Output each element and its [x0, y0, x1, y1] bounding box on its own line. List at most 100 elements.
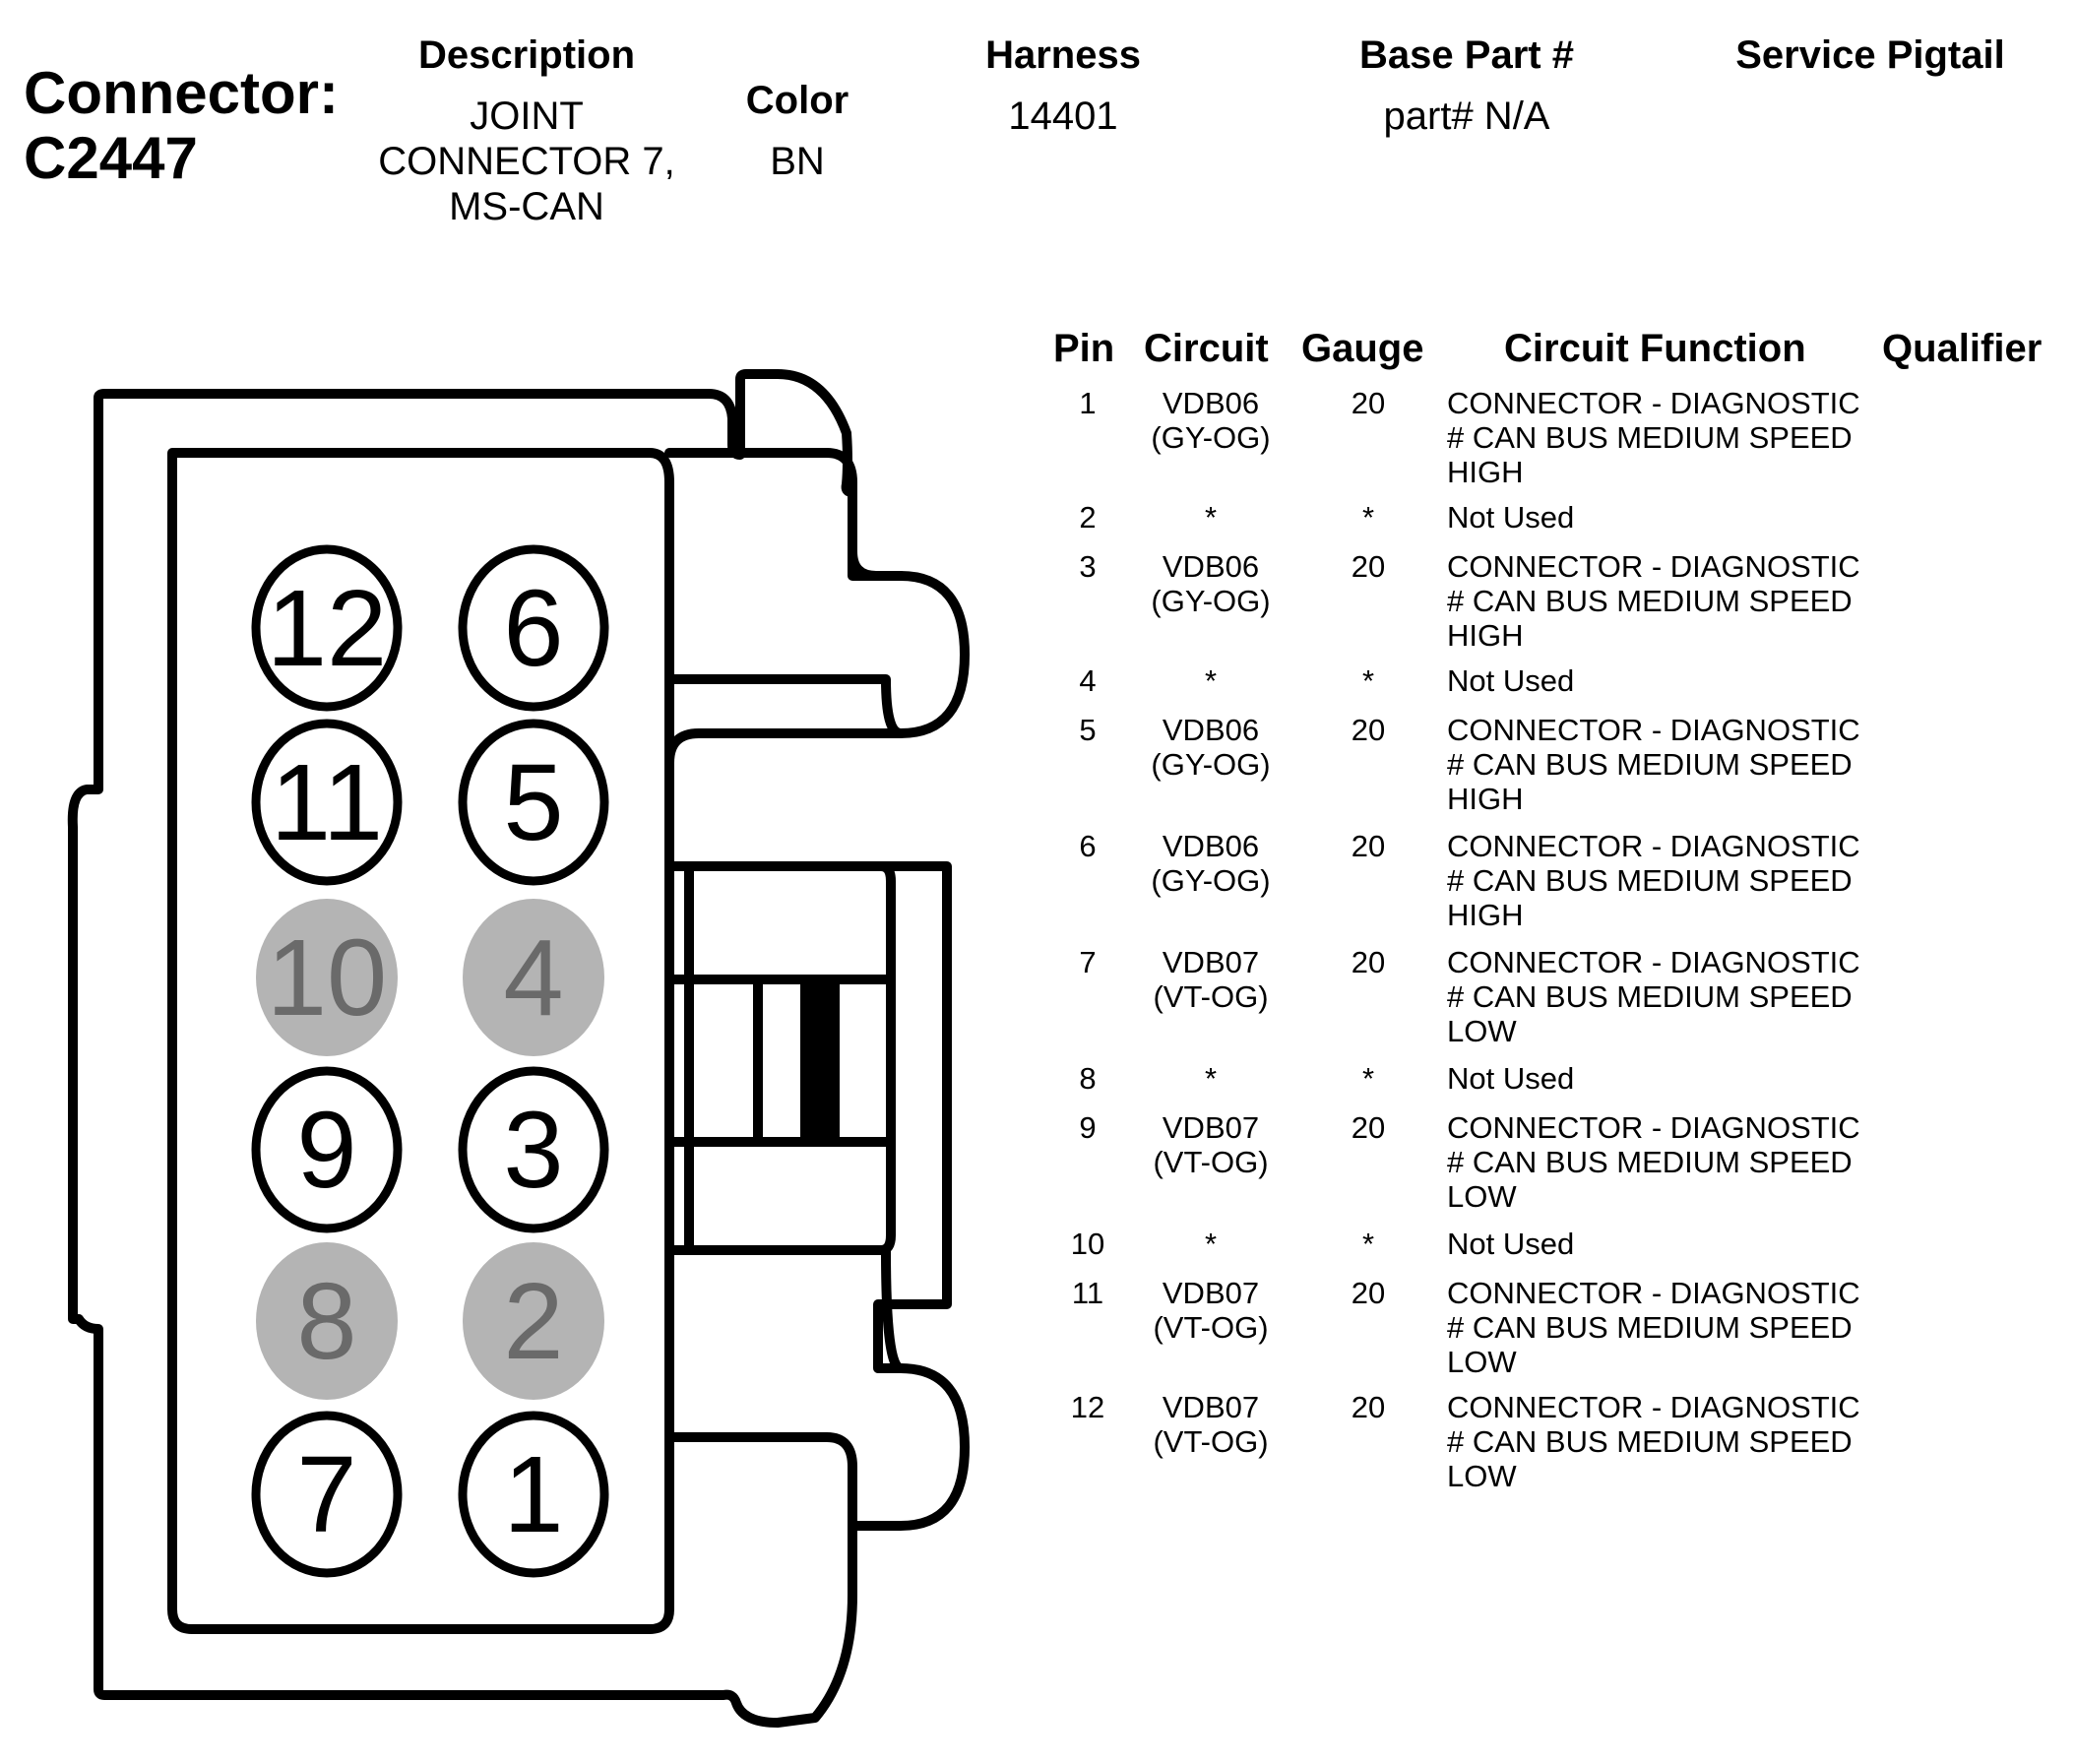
function-line: LOW — [1447, 1459, 1517, 1493]
pin-7: 7 — [251, 1411, 403, 1578]
lock-center-bar — [805, 979, 835, 1142]
pin-number: 6 — [503, 568, 563, 689]
pin-number: 5 — [503, 742, 563, 863]
pin-cell: 1 — [1079, 386, 1097, 420]
function-line: CONNECTOR - DIAGNOSTIC — [1447, 945, 1860, 979]
circuit-cell: * — [1122, 1061, 1299, 1096]
pin-circle — [251, 719, 403, 886]
pin-cell: 10 — [1070, 1227, 1105, 1261]
col-header-circuit: Circuit — [1144, 327, 1269, 370]
base-part-value: part# N/A — [1383, 94, 1550, 138]
pin-number: 9 — [296, 1090, 356, 1211]
pin-2: 2 — [463, 1242, 604, 1400]
circuit-line: VDB07 — [1162, 1390, 1260, 1424]
function-cell: Not Used — [1447, 1061, 1574, 1096]
pin-circle — [458, 1066, 609, 1233]
function-cell: CONNECTOR - DIAGNOSTIC# CAN BUS MEDIUM S… — [1447, 945, 1860, 1048]
pin-number: 2 — [503, 1261, 563, 1382]
lock-frame — [664, 861, 896, 1255]
function-line: LOW — [1447, 1179, 1517, 1214]
gauge-cell: * — [1361, 1227, 1375, 1261]
pin-circle — [251, 544, 403, 712]
function-line: # CAN BUS MEDIUM SPEED — [1447, 1310, 1853, 1345]
function-line: HIGH — [1447, 618, 1524, 653]
circuit-line: (GY-OG) — [1151, 747, 1271, 782]
pin-cell: 9 — [1079, 1110, 1097, 1145]
function-line: CONNECTOR - DIAGNOSTIC — [1447, 549, 1860, 584]
pin-cell: 3 — [1079, 549, 1097, 584]
pin-number: 12 — [267, 568, 387, 689]
pin-number: 11 — [271, 742, 383, 863]
circuit-cell: VDB06(GY-OG) — [1122, 549, 1299, 618]
circuit-cell: * — [1122, 500, 1299, 535]
function-line: # CAN BUS MEDIUM SPEED — [1447, 1145, 1853, 1179]
circuit-line: * — [1204, 663, 1218, 698]
function-line: HIGH — [1447, 455, 1524, 489]
color-value: BN — [770, 140, 825, 183]
pin-5: 5 — [458, 719, 609, 886]
function-cell: CONNECTOR - DIAGNOSTIC# CAN BUS MEDIUM S… — [1447, 386, 1860, 489]
function-line: # CAN BUS MEDIUM SPEED — [1447, 584, 1853, 618]
circuit-line: VDB06 — [1162, 549, 1260, 584]
circuit-line: * — [1204, 1061, 1218, 1096]
function-line: CONNECTOR - DIAGNOSTIC — [1447, 386, 1860, 420]
description-line: JOINT — [470, 94, 584, 138]
pin-circle — [458, 544, 609, 712]
pin-circle — [251, 1411, 403, 1578]
circuit-cell: * — [1122, 663, 1299, 698]
circuit-line: (VT-OG) — [1153, 1424, 1269, 1459]
circuit-cell: * — [1122, 1227, 1299, 1261]
pin-circle — [256, 899, 398, 1056]
function-line: CONNECTOR - DIAGNOSTIC — [1447, 1390, 1860, 1424]
pin-circle — [256, 1242, 398, 1400]
function-cell: CONNECTOR - DIAGNOSTIC# CAN BUS MEDIUM S… — [1447, 829, 1860, 932]
function-line: # CAN BUS MEDIUM SPEED — [1447, 1424, 1853, 1459]
pin-cell: 7 — [1079, 945, 1097, 979]
function-line: CONNECTOR - DIAGNOSTIC — [1447, 1276, 1860, 1310]
circuit-line: VDB07 — [1162, 1276, 1260, 1310]
gauge-cell: 20 — [1351, 829, 1386, 863]
pin-cell: 5 — [1079, 713, 1097, 747]
gauge-cell: * — [1361, 500, 1375, 535]
pin-cell: 11 — [1071, 1276, 1104, 1310]
gauge-cell: 20 — [1351, 1390, 1386, 1424]
function-line: LOW — [1447, 1014, 1517, 1048]
circuit-cell: VDB06(GY-OG) — [1122, 713, 1299, 782]
function-cell: CONNECTOR - DIAGNOSTIC# CAN BUS MEDIUM S… — [1447, 1276, 1860, 1379]
pin-1: 1 — [458, 1411, 609, 1578]
pin-cell: 8 — [1079, 1061, 1097, 1096]
upper-latch — [664, 448, 906, 738]
circuit-line: (VT-OG) — [1153, 979, 1269, 1014]
circuit-line: VDB06 — [1162, 829, 1260, 863]
circuit-line: VDB07 — [1162, 945, 1260, 979]
circuit-cell: VDB07(VT-OG) — [1122, 1110, 1299, 1179]
function-line: CONNECTOR - DIAGNOSTIC — [1447, 713, 1860, 747]
lock-frame-rails — [664, 861, 896, 1255]
function-cell: CONNECTOR - DIAGNOSTIC# CAN BUS MEDIUM S… — [1447, 1110, 1860, 1214]
gauge-cell: 20 — [1351, 1276, 1386, 1310]
function-line: HIGH — [1447, 898, 1524, 932]
circuit-cell: VDB06(GY-OG) — [1122, 829, 1299, 898]
pin-circle — [251, 1066, 403, 1233]
pin-8: 8 — [256, 1242, 398, 1400]
pin-cell: 2 — [1079, 500, 1097, 535]
housing-inner-outline — [167, 448, 674, 1634]
function-cell: CONNECTOR - DIAGNOSTIC# CAN BUS MEDIUM S… — [1447, 549, 1860, 653]
connector-title: Connector: C2447 — [24, 61, 339, 191]
color-label: Color — [745, 79, 849, 122]
pin-circle — [458, 1411, 609, 1578]
pin-circle — [463, 1242, 604, 1400]
circuit-line: (GY-OG) — [1151, 584, 1271, 618]
pin-cell: 12 — [1070, 1390, 1105, 1424]
function-line: Not Used — [1447, 1061, 1575, 1096]
circuit-cell: VDB07(VT-OG) — [1122, 1390, 1299, 1459]
col-header-gauge: Gauge — [1301, 327, 1424, 370]
description-value: JOINT CONNECTOR 7, MS-CAN — [345, 94, 709, 229]
description-line: MS-CAN — [449, 185, 604, 228]
function-cell: CONNECTOR - DIAGNOSTIC# CAN BUS MEDIUM S… — [1447, 713, 1860, 816]
circuit-line: * — [1204, 500, 1218, 535]
function-line: # CAN BUS MEDIUM SPEED — [1447, 863, 1853, 898]
circuit-line: (VT-OG) — [1153, 1310, 1269, 1345]
circuit-line: (VT-OG) — [1153, 1145, 1269, 1179]
circuit-line: * — [1204, 1227, 1218, 1261]
